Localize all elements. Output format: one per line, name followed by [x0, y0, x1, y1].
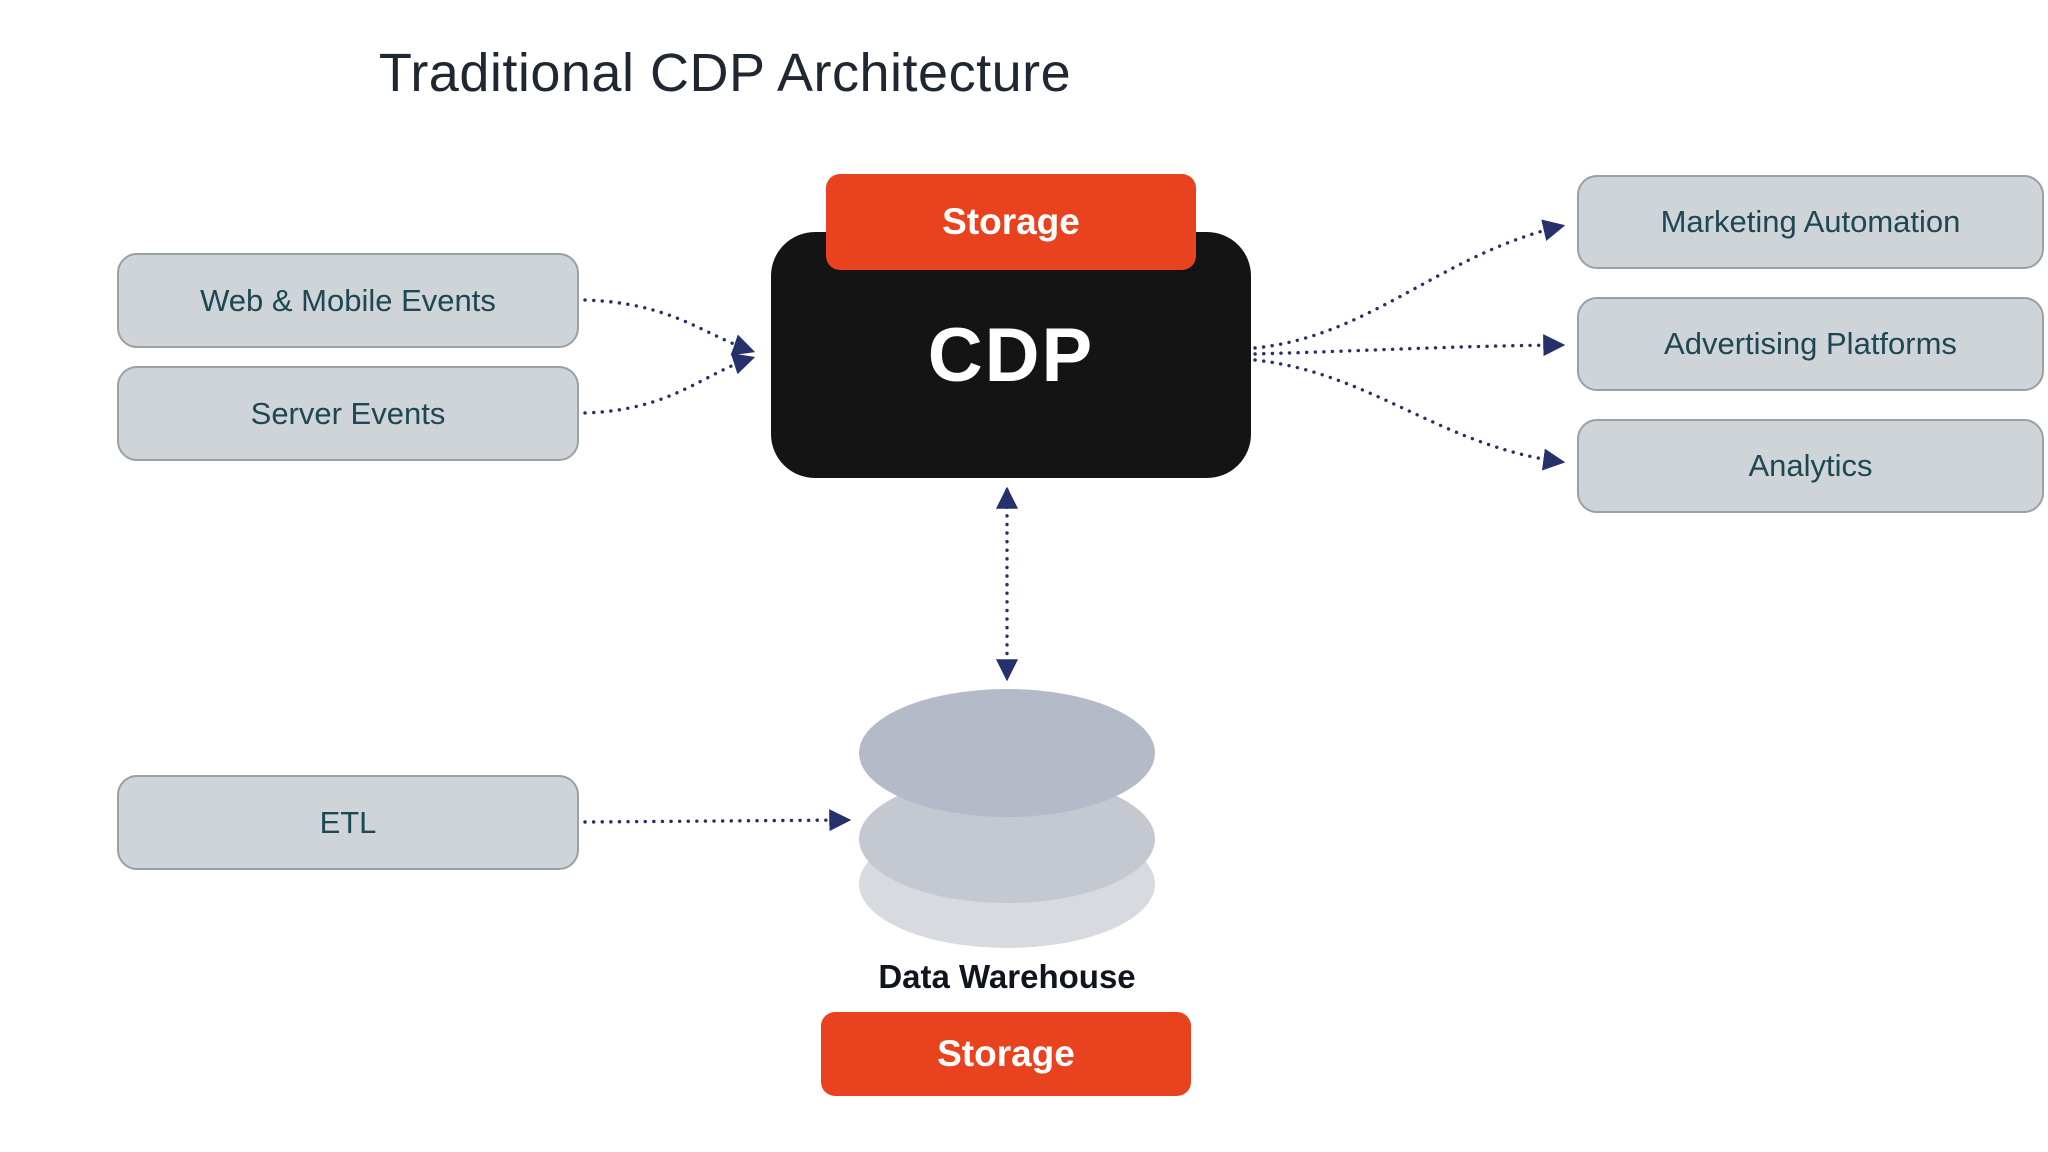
arrow-cdp-to-analytics — [1253, 358, 1566, 471]
cdp-label: CDP — [927, 312, 1095, 398]
dest-box-marketing-automation: Marketing Automation — [1577, 175, 2044, 269]
source-box-web-mobile-events: Web & Mobile Events — [117, 253, 579, 348]
source-label-etl: ETL — [319, 804, 377, 840]
source-label-server-events: Server Events — [250, 395, 446, 431]
source-label-web-mobile-events: Web & Mobile Events — [200, 282, 496, 318]
cdp-storage-badge: Storage — [826, 174, 1196, 270]
dest-box-advertising-platforms: Advertising Platforms — [1577, 297, 2044, 391]
warehouse-storage-badge: Storage — [821, 1012, 1191, 1096]
dest-label-advertising-platforms: Advertising Platforms — [1664, 326, 1957, 361]
warehouse-storage-badge-label: Storage — [937, 1033, 1075, 1074]
arrow-server-events-to-cdp — [583, 353, 756, 415]
warehouse-cylinder-ellipse-top — [859, 689, 1155, 817]
data-warehouse-label: Data Warehouse — [878, 958, 1136, 995]
cdp-box: CDP — [771, 232, 1251, 478]
source-box-server-events: Server Events — [117, 366, 579, 461]
dest-label-marketing-automation: Marketing Automation — [1660, 204, 1961, 239]
dest-box-analytics: Analytics — [1577, 419, 2044, 513]
dest-label-analytics: Analytics — [1748, 448, 1873, 483]
arrow-web-mobile-to-cdp — [583, 298, 756, 356]
diagram-title: Traditional CDP Architecture — [378, 43, 1072, 103]
cdp-storage-badge-label: Storage — [942, 201, 1080, 242]
arrow-cdp-to-marketing-automation — [1253, 219, 1566, 350]
source-box-etl: ETL — [117, 775, 579, 870]
arrow-cdp-to-advertising-platforms — [1253, 334, 1566, 357]
arrow-etl-to-warehouse — [583, 809, 852, 832]
